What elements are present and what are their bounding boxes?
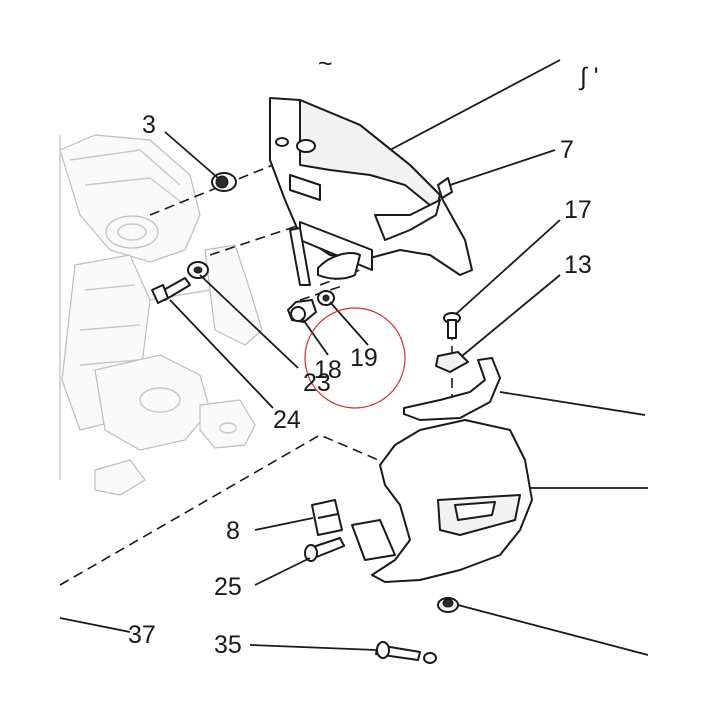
part-13-pad bbox=[435, 351, 469, 373]
part-8-clip bbox=[311, 499, 343, 536]
callout-35: 35 bbox=[214, 631, 242, 659]
background-frame bbox=[59, 134, 263, 496]
part-19-washer bbox=[317, 290, 335, 306]
part-13-bracket bbox=[403, 357, 501, 421]
callout-8: 8 bbox=[226, 517, 240, 545]
corner-mark: ∫ ' bbox=[578, 63, 599, 91]
upper-fairing-panel bbox=[269, 97, 473, 286]
callout-19: 19 bbox=[350, 344, 378, 372]
callout-24: 24 bbox=[273, 406, 301, 434]
part-35-bolt bbox=[375, 641, 437, 664]
lower-fairing bbox=[351, 419, 533, 583]
tilde-mark: ~ bbox=[318, 50, 333, 78]
callout-23: 23 bbox=[303, 369, 331, 397]
callout-3: 3 bbox=[142, 111, 156, 139]
part-24-bolt bbox=[151, 277, 191, 304]
part-7-clip bbox=[437, 177, 453, 199]
part-18-fastener bbox=[287, 299, 317, 323]
part-17-screw bbox=[443, 312, 461, 339]
leader-lines bbox=[59, 59, 649, 656]
highlight-circle bbox=[304, 307, 406, 409]
callout-18: 18 bbox=[314, 356, 342, 384]
callout-17: 17 bbox=[564, 196, 592, 224]
callout-37: 37 bbox=[128, 621, 156, 649]
part-25-bolt bbox=[304, 537, 345, 562]
callout-25: 25 bbox=[214, 573, 242, 601]
callout-13: 13 bbox=[564, 251, 592, 279]
part-23-washer bbox=[187, 261, 209, 279]
bottom-nut bbox=[437, 597, 459, 613]
callout-7: 7 bbox=[560, 136, 574, 164]
